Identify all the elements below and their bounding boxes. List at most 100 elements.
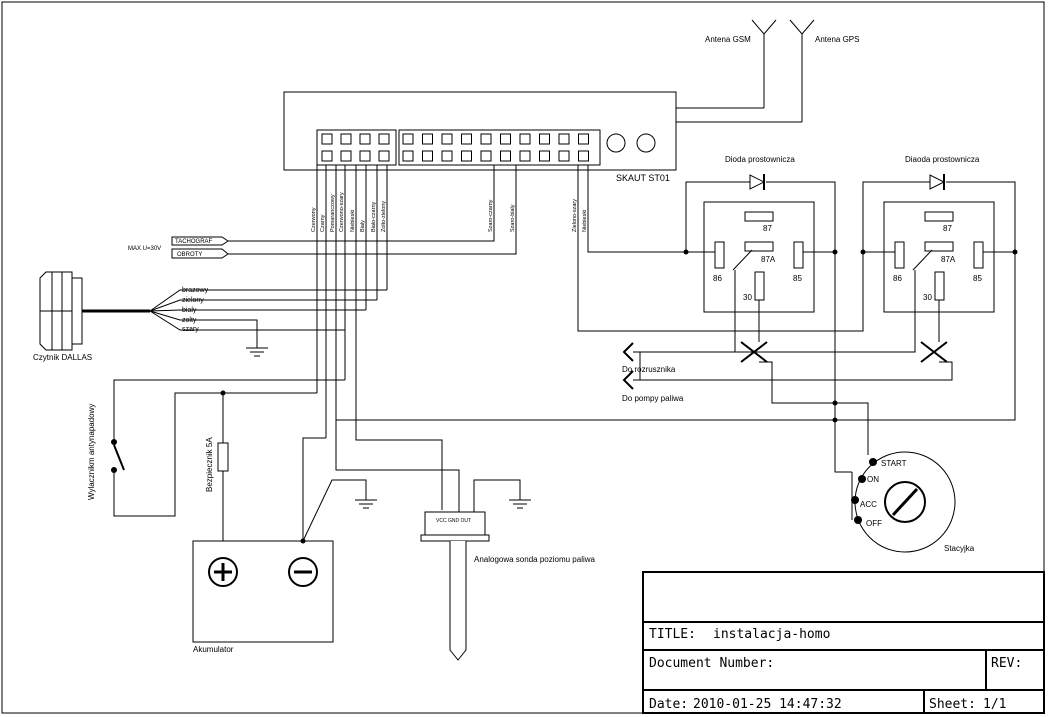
ignition-pin-off <box>854 516 862 524</box>
document-number-key: Document Number: <box>649 656 774 671</box>
wire-color-label: Niebieski <box>350 210 356 232</box>
connector-b-pin <box>402 133 414 145</box>
fuse-label: Bezpiecznik 5A <box>205 437 214 492</box>
relay-2-title: Diaoda prostownicza <box>905 155 980 164</box>
revision-key: REV: <box>991 656 1022 671</box>
connector-b-pin <box>402 150 414 162</box>
wire-color-label: Zolto-zielony <box>381 201 387 232</box>
wire-color-label: Szaro-czarny <box>488 199 494 232</box>
connector-b-pin <box>500 133 511 145</box>
tachograf-tag <box>171 236 229 246</box>
dallas-reader: Czytnik DALLAS brazowy zielony bialy zol… <box>33 271 387 380</box>
antenna-cables <box>676 107 802 123</box>
title-value: instalacja-homo <box>713 627 830 642</box>
relay-output-wiring <box>336 252 1016 473</box>
ground-icon <box>355 499 377 509</box>
sensor-connector-label: VCC GND OUT <box>436 518 471 524</box>
title-block: TITLE: instalacja-homo Document Number: … <box>642 571 1045 714</box>
skaut-unit: SKAUT ST01 <box>283 91 677 183</box>
fuse: Bezpiecznik 5A <box>205 390 229 541</box>
connector-b-pin <box>461 133 472 145</box>
connector-b-pin <box>578 150 589 162</box>
connector-b-pin <box>422 150 433 162</box>
wire-color-label: Czarny <box>320 214 326 232</box>
signal-inputs: MAX U=30V TACHOGRAF OBROTY <box>128 236 229 259</box>
connector-b-pin <box>461 150 472 162</box>
svg-text:85: 85 <box>793 274 802 283</box>
ignition-pin-acc <box>851 496 859 504</box>
relay-1: Dioda prostownicza 87 87A 86 85 30 <box>683 155 838 313</box>
antenna-gps: Antena GPS <box>789 19 859 122</box>
connector-b-pin <box>578 133 589 145</box>
date-key: Date: <box>649 697 688 712</box>
wire-color-label: Pomaranczowy <box>330 194 336 232</box>
relay-2: Diaoda prostownicza 87 87A 86 85 30 <box>860 155 1018 313</box>
skaut-unit-housing <box>283 91 677 171</box>
connector-b <box>398 129 601 166</box>
unit-hole-right <box>636 133 656 153</box>
title-key: TITLE: <box>649 627 696 642</box>
svg-text:85: 85 <box>973 274 982 283</box>
connector-b-pin <box>441 133 453 145</box>
connector-b-pin <box>558 133 570 145</box>
max-voltage-label: MAX U=30V <box>128 246 161 252</box>
antenna-gsm-label: Antena GSM <box>705 35 751 44</box>
connector-b-pin <box>500 150 511 162</box>
wire-color-label: Zielono-szary <box>572 199 578 232</box>
wire-color-label: Czerwono-szary <box>339 192 345 232</box>
connector-b-pin <box>519 150 531 162</box>
svg-text:30: 30 <box>923 293 932 302</box>
switch-label: Wylacznikm antynapadowy <box>87 404 96 500</box>
switch-lever <box>113 444 125 471</box>
svg-text:87: 87 <box>763 224 772 233</box>
battery-plus-terminal <box>208 557 238 587</box>
ignition-pin-on <box>858 475 866 483</box>
dallas-label: Czytnik DALLAS <box>33 353 92 362</box>
battery-label: Akumulator <box>193 645 234 654</box>
ignition-pos-off: OFF <box>866 519 882 528</box>
battery-minus-terminal <box>288 557 318 587</box>
ignition-key-cylinder <box>884 481 926 523</box>
connector-b-pin <box>480 150 492 162</box>
wire-color-label: Bialy <box>360 220 366 232</box>
connector-b-pin <box>558 150 570 162</box>
battery-body <box>192 540 334 643</box>
relay-1-diode <box>749 174 766 190</box>
tachograf-label: TACHOGRAF <box>175 239 213 245</box>
ignition-switch: START ON ACC OFF Stacyjka <box>851 451 975 553</box>
obroty-label: OBROTY <box>177 252 202 258</box>
relay-2-body <box>883 201 995 313</box>
connector-b-pin <box>422 133 433 145</box>
connector-b-pin <box>519 133 531 145</box>
relay-1-body <box>703 201 815 313</box>
antenna-gps-label: Antena GPS <box>815 35 859 44</box>
relay-1-title: Dioda prostownicza <box>725 155 795 164</box>
fuse-body <box>217 442 229 472</box>
output-pump-label: Do pompy paliwa <box>622 394 684 403</box>
battery: Akumulator <box>192 437 367 654</box>
antenna-gsm: Antena GSM <box>705 19 777 108</box>
svg-text:87A: 87A <box>761 255 776 264</box>
dallas-wire-5: szary <box>182 326 199 333</box>
connector-b-pins <box>402 133 589 162</box>
ignition-pos-acc: ACC <box>860 500 877 509</box>
ignition-label: Stacyjka <box>944 544 975 553</box>
date-value: 2010-01-25 14:47:32 <box>693 697 842 712</box>
connector-a-pins <box>321 133 390 162</box>
dallas-wire-4: zolty <box>182 317 197 324</box>
connector-b-pin <box>441 150 453 162</box>
fuel-sensor: VCC GND OUT Analogowa sonda poziomu pali… <box>335 420 596 661</box>
ignition-pos-start: START <box>881 459 907 468</box>
connector-b-pin <box>539 150 550 162</box>
wire-color-label: Szaro-bialy <box>510 204 516 232</box>
ignition-pin-start <box>869 458 877 466</box>
sensor-label: Analogowa sonda poziomu paliwa <box>474 555 596 564</box>
obroty-tag <box>171 248 229 259</box>
ground-icon <box>509 499 531 509</box>
svg-text:86: 86 <box>713 274 722 283</box>
svg-text:86: 86 <box>893 274 902 283</box>
unit-wires <box>228 165 864 510</box>
